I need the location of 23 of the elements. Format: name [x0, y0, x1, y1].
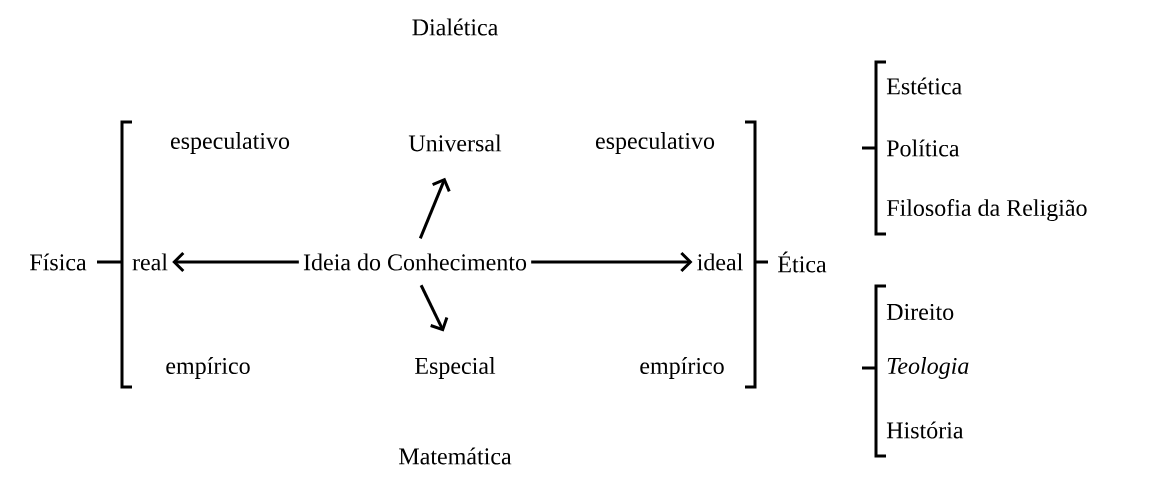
text-label: especulativo	[595, 132, 715, 154]
concept-label: Ideia do Conhecimento	[303, 253, 527, 271]
text-label: Dialética	[412, 18, 498, 36]
text-label: História	[886, 421, 964, 439]
arrow	[418, 177, 451, 239]
concept-label: Universal	[408, 134, 502, 152]
text-label: empírico	[166, 357, 250, 379]
concept-label: Especial	[415, 357, 496, 379]
text-label: Estética	[886, 77, 962, 95]
text-label: empírico	[640, 357, 724, 379]
arrow	[419, 284, 449, 332]
text-label: Teologia	[887, 357, 969, 379]
text-label: especulativo	[170, 132, 290, 154]
text-label: Ética	[778, 251, 827, 273]
text-label: Direito	[886, 303, 954, 321]
concept-label: ideal	[697, 253, 743, 271]
text-label: Filosofia da Religião	[886, 198, 1087, 222]
text-label: Política	[886, 139, 960, 157]
concept-label: real	[132, 253, 168, 271]
arrow	[172, 251, 299, 273]
arrow	[531, 251, 693, 273]
text-label: Física	[30, 253, 87, 271]
text-label: Matemática	[399, 447, 512, 465]
